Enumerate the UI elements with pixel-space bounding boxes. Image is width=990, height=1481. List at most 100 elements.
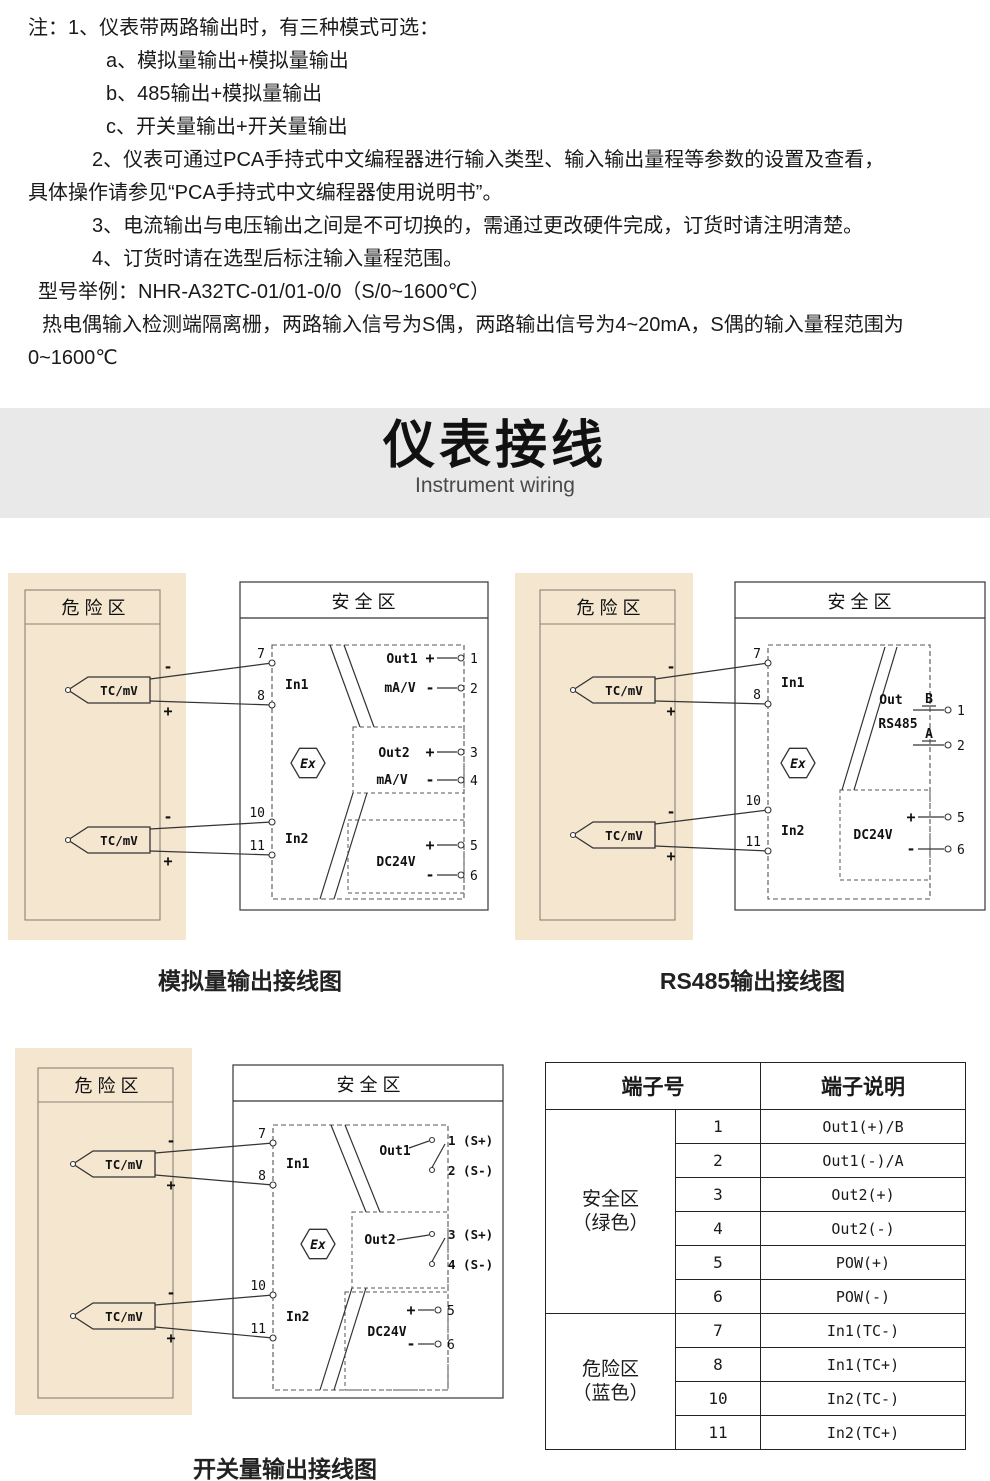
note-3: 3、电流输出与电压输出之间是不可切换的，需通过更改硬件完成，订货时请注明清楚。 bbox=[92, 215, 864, 237]
plus-sign: + bbox=[163, 702, 172, 720]
terminal-6-circle bbox=[944, 845, 952, 853]
switch-1-top-contact bbox=[428, 1136, 436, 1144]
isolator-dashed-box bbox=[271, 644, 465, 900]
terminal-7-circle bbox=[764, 659, 772, 667]
terminal-4-circle bbox=[457, 776, 465, 784]
group-color: （绿色） bbox=[572, 1212, 649, 1234]
out2-dashed-box bbox=[351, 1211, 449, 1289]
terminal-11-circle bbox=[269, 1334, 277, 1342]
terminal-desc-cell: Out2(-) bbox=[760, 1211, 966, 1246]
notes-section: 注：1、仪表带两路输出时，有三种模式可选： a、模拟量输出+模拟量输出 b、48… bbox=[28, 12, 963, 375]
safe-zone-box bbox=[239, 581, 489, 911]
safe-zone-title: 安全区 bbox=[337, 1075, 406, 1095]
sensor-label: TC/mV bbox=[105, 1157, 143, 1172]
output-terminals: Out RS485 B 1 A 2 DC24V + 5 - 6 bbox=[853, 692, 964, 858]
tc-sensor-2: TC/mV - + bbox=[69, 1284, 274, 1347]
dc24v-dashed-box bbox=[347, 819, 465, 894]
table-row: 2 Out1(-)/A bbox=[546, 1143, 966, 1178]
minus-sign: - bbox=[406, 1335, 415, 1353]
terminal-desc-cell: Out1(+)/B bbox=[760, 1109, 966, 1144]
terminal-1-splus-label: 1 (S+) bbox=[448, 1133, 493, 1148]
plus-sign: + bbox=[666, 847, 675, 865]
minus-sign: - bbox=[666, 803, 675, 821]
plus-sign: + bbox=[906, 808, 915, 826]
safe-zone-title: 安全区 bbox=[828, 592, 897, 612]
sensor-junction-dot bbox=[569, 831, 577, 839]
minus-sign: - bbox=[166, 1132, 175, 1150]
terminal-3-circle bbox=[457, 748, 465, 756]
terminal-1-number: 1 bbox=[957, 704, 965, 719]
sensor-label: TC/mV bbox=[100, 683, 138, 698]
terminal-8-circle bbox=[269, 1181, 277, 1189]
terminal-no-cell: 6 bbox=[675, 1279, 761, 1314]
tc-sensor-1: TC/mV - + bbox=[569, 658, 769, 720]
minus-sign: - bbox=[666, 658, 675, 676]
terminal-2-circle bbox=[457, 684, 465, 692]
ex-label: Ex bbox=[300, 757, 316, 772]
note-1a: a、模拟量输出+模拟量输出 bbox=[106, 50, 349, 72]
note-1b: b、485输出+模拟量输出 bbox=[106, 83, 323, 105]
danger-zone-box bbox=[24, 589, 161, 921]
terminal-11-circle bbox=[268, 851, 276, 859]
in2-label: In2 bbox=[781, 824, 804, 839]
minus-sign: - bbox=[425, 866, 434, 884]
terminal-8-number: 8 bbox=[257, 689, 265, 704]
isolation-barrier-lines bbox=[319, 1124, 381, 1391]
switch-2-top-contact bbox=[428, 1230, 436, 1238]
safe-zone-title: 安全区 bbox=[332, 592, 401, 612]
terminal-no-cell: 4 bbox=[675, 1211, 761, 1246]
terminal-7-circle bbox=[269, 1139, 277, 1147]
terminal-2-number: 2 bbox=[470, 682, 478, 697]
table-row: 11 In2(TC+) bbox=[546, 1415, 966, 1450]
minus-sign: - bbox=[425, 771, 434, 789]
minus-sign: - bbox=[166, 1284, 175, 1302]
minus-sign: - bbox=[425, 679, 434, 697]
plus-sign: + bbox=[166, 1176, 175, 1194]
input-terminals: 7 8 10 11 In1 In2 bbox=[250, 1127, 310, 1342]
sensor-label: TC/mV bbox=[605, 828, 643, 843]
plus-sign: + bbox=[425, 836, 434, 854]
switch-2-lever bbox=[431, 1237, 446, 1262]
terminal-7-number: 7 bbox=[257, 647, 265, 662]
terminal-a-label: A bbox=[925, 727, 933, 742]
ex-hexagon-mark: Ex bbox=[300, 1228, 336, 1260]
terminal-table-container: 端子号 端子说明 安全区 （绿色） 1 Out1(+)/B 2 Out1(-)/… bbox=[545, 1062, 966, 1450]
danger-zone-box bbox=[539, 589, 676, 921]
dc24v-dashed-box bbox=[344, 1291, 449, 1391]
terminal-desc-cell: In2(TC-) bbox=[760, 1381, 966, 1416]
in1-label: In1 bbox=[285, 678, 309, 693]
plus-sign: + bbox=[666, 702, 675, 720]
note-1: 注：1、仪表带两路输出时，有三种模式可选： bbox=[28, 17, 440, 39]
terminal-table-header-desc: 端子说明 bbox=[760, 1062, 966, 1110]
out2-dashed-box bbox=[352, 726, 465, 794]
terminal-5-circle bbox=[434, 1306, 442, 1314]
diagram-rs485-output: 危险区 安全区 TC/mV - + TC/mV - + bbox=[515, 573, 986, 940]
terminal-2-number: 2 bbox=[957, 739, 965, 754]
isolation-barrier-lines bbox=[841, 646, 898, 791]
group-danger-zone: 危险区 （蓝色） bbox=[545, 1313, 676, 1450]
terminal-no-cell: 1 bbox=[675, 1109, 761, 1144]
danger-zone-title: 危险区 bbox=[75, 1076, 144, 1096]
group-name: 安全区 bbox=[581, 1188, 639, 1210]
table-row: 安全区 （绿色） 1 Out1(+)/B bbox=[545, 1109, 966, 1314]
plus-sign: + bbox=[425, 743, 434, 761]
plus-sign: + bbox=[166, 1329, 175, 1347]
terminal-6-number: 6 bbox=[447, 1338, 455, 1353]
out1-label: Out1 bbox=[386, 652, 417, 667]
terminal-4-sminus-label: 4 (S-) bbox=[448, 1257, 493, 1272]
group-safe-zone: 安全区 （绿色） bbox=[545, 1109, 676, 1314]
ex-hexagon-mark: Ex bbox=[290, 747, 326, 779]
terminal-no-cell: 5 bbox=[675, 1245, 761, 1280]
table-row: 3 Out2(+) bbox=[546, 1177, 966, 1212]
danger-zone-box bbox=[37, 1067, 174, 1399]
tc-sensor-2: TC/mV - + bbox=[64, 808, 273, 870]
safe-zone-box bbox=[734, 581, 986, 911]
isolation-barrier-lines bbox=[319, 644, 375, 900]
plus-sign: + bbox=[163, 852, 172, 870]
plus-sign: + bbox=[425, 649, 434, 667]
terminal-no-cell: 3 bbox=[675, 1177, 761, 1212]
ex-hexagon-mark: Ex bbox=[780, 747, 816, 779]
tc-sensor-2: TC/mV - + bbox=[569, 803, 769, 865]
terminal-6-circle bbox=[434, 1340, 442, 1348]
banner-subtitle: Instrument wiring bbox=[415, 474, 575, 497]
